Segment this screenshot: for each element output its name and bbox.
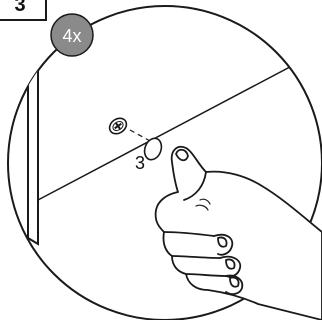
step-number-box: 3	[0, 0, 46, 20]
quantity-badge: 4x	[51, 14, 93, 56]
quantity-text: 4x	[62, 26, 81, 46]
panel-edge	[28, 60, 38, 244]
step-number: 3	[14, 0, 25, 16]
part-callout-number: 3	[135, 153, 145, 173]
